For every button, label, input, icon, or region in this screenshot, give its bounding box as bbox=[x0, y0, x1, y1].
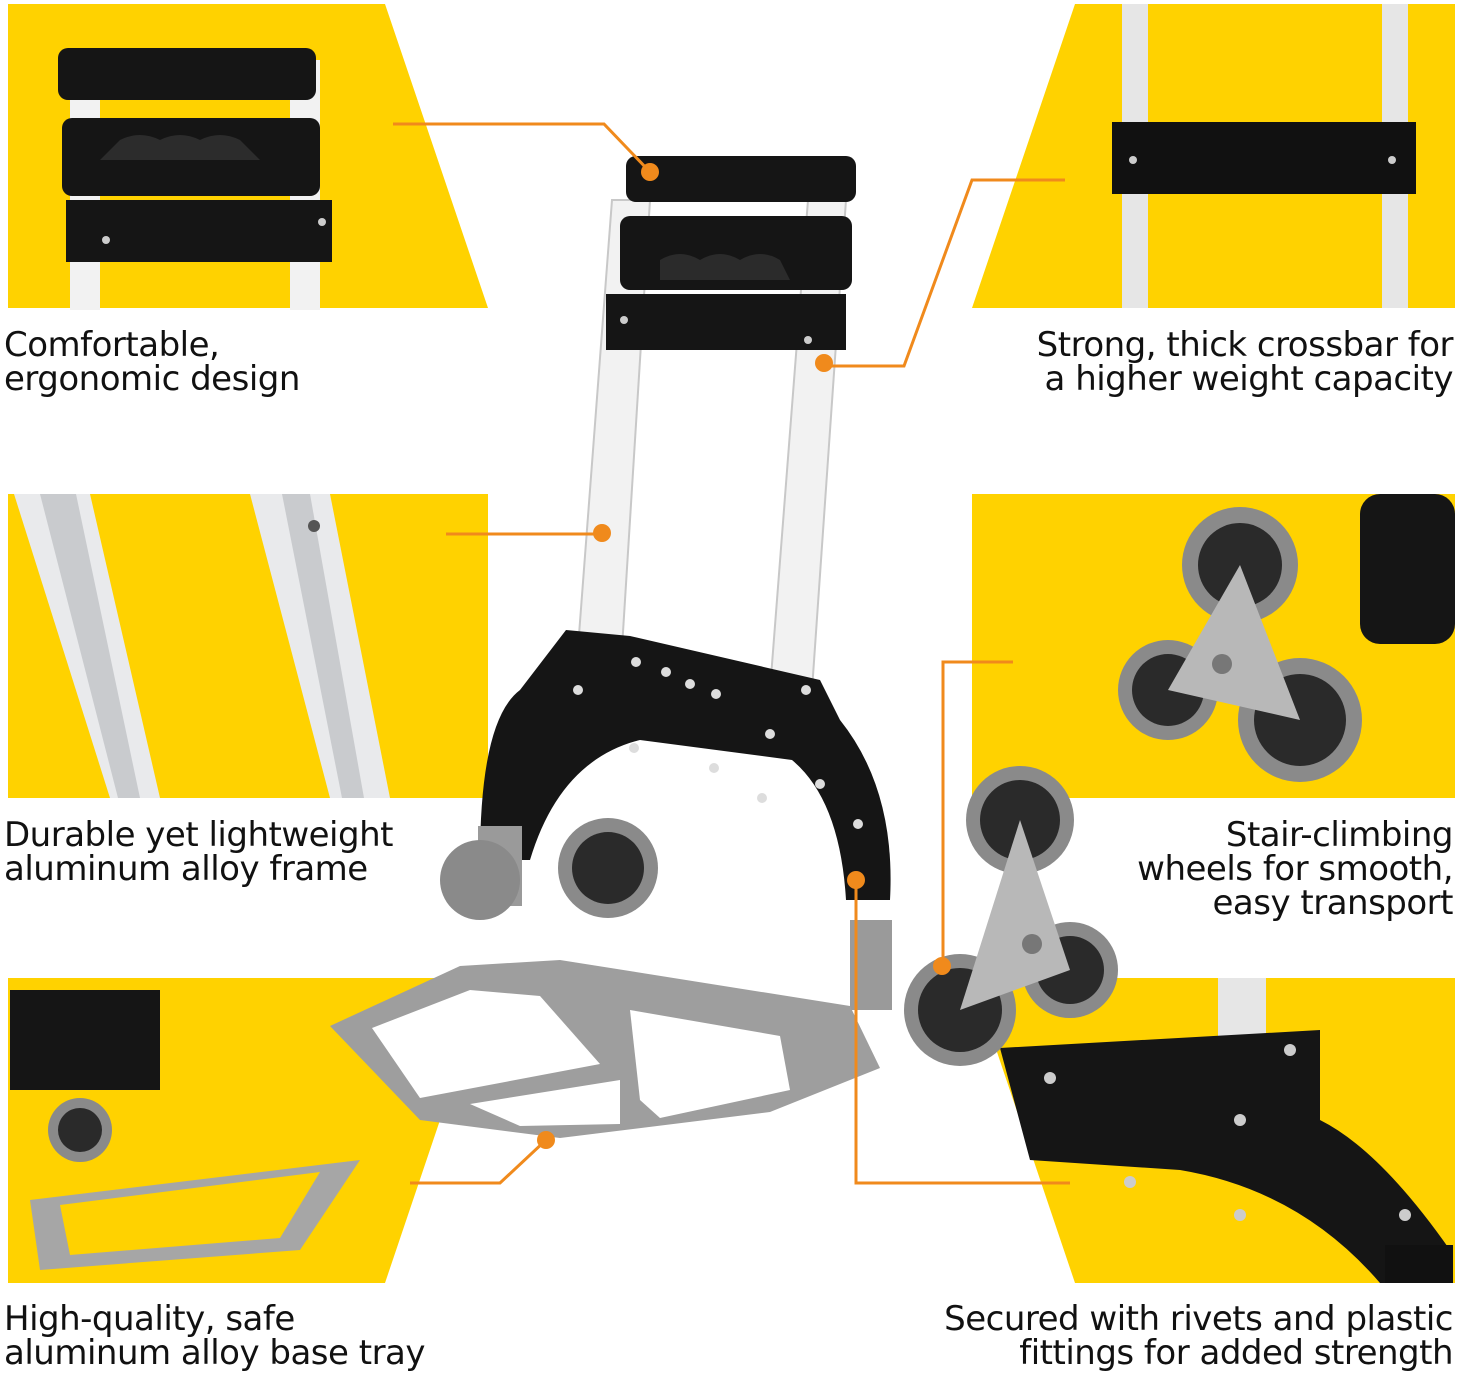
crossbar-detail-image bbox=[1112, 4, 1416, 308]
callout-crossbar-line bbox=[824, 178, 1065, 368]
callout-crossbar-dot bbox=[815, 354, 833, 372]
caption-rivets: Secured with rivets and plastic fittings… bbox=[944, 1299, 1453, 1373]
wheels-detail-image bbox=[1118, 494, 1455, 782]
callout-wheels-dot bbox=[933, 957, 951, 975]
tray-detail-image bbox=[10, 990, 360, 1270]
caption-tray: High-quality, safe aluminum alloy base t… bbox=[4, 1299, 426, 1373]
callout-tray-line bbox=[410, 1138, 548, 1185]
callout-rivets-dot bbox=[847, 871, 865, 889]
callout-handle-line bbox=[393, 122, 652, 174]
callout-rivets-line bbox=[854, 880, 1070, 1185]
rivets-detail-image bbox=[1000, 978, 1453, 1283]
callout-frame-dot bbox=[593, 524, 611, 542]
caption-handle: Comfortable, ergonomic design bbox=[4, 325, 300, 399]
callout-tray-dot bbox=[537, 1131, 555, 1149]
callout-wheels-line bbox=[941, 660, 1013, 966]
caption-wheels: Stair-climbing wheels for smooth, easy t… bbox=[1137, 815, 1453, 923]
callout-handle-dot bbox=[641, 163, 659, 181]
handle-detail-image bbox=[58, 48, 332, 310]
caption-crossbar: Strong, thick crossbar for a higher weig… bbox=[1036, 325, 1454, 399]
caption-frame: Durable yet lightweight aluminum alloy f… bbox=[4, 815, 393, 889]
frame-detail-image bbox=[14, 494, 390, 798]
